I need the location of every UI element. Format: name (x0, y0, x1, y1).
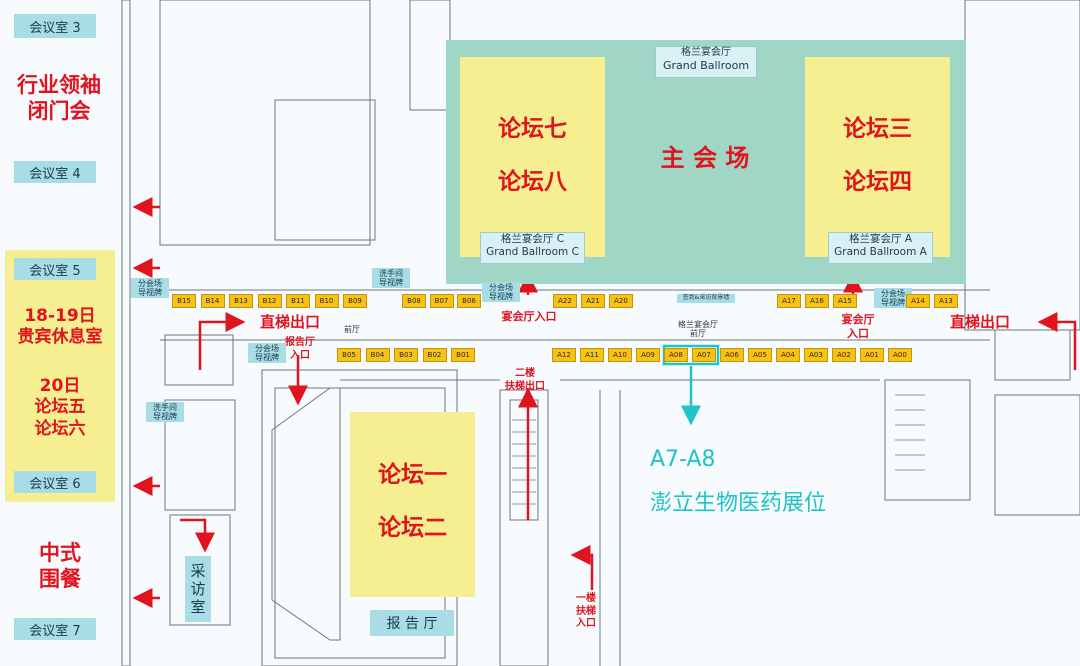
booth-b08: B08 (402, 294, 426, 308)
booth-callout-name: 澎立生物医药展位 (650, 491, 827, 516)
booth-b05: B05 (337, 348, 361, 362)
room-5: 会议室 5 (14, 258, 96, 280)
booth-a15: A15 (833, 294, 857, 308)
foyer-label: 前厅 (344, 325, 360, 334)
booth-b10: B10 (314, 294, 339, 308)
booth-callout-title: A7-A8 (650, 447, 716, 472)
subvenue-screen-2: 分会场 导视牌 (482, 282, 520, 303)
booth-b11: B11 (286, 294, 310, 308)
booth-a07: A07 (692, 348, 716, 362)
booth-a12: A12 (552, 348, 576, 362)
ballroom-title-cn: 格兰宴会厅 (681, 47, 731, 58)
booth-row-a-top-right: A17 A16 A15 (777, 294, 867, 308)
booth-b03: B03 (394, 348, 418, 362)
escalator-2f: 二楼 扶梯出口 (505, 368, 545, 392)
industry-leaders-room: 行业领袖 闭门会 (17, 73, 101, 124)
ballroom-a-label: 格兰宴会厅 A Grand Ballroom A (828, 232, 933, 264)
escalator-1f: 一楼 扶梯 入口 (576, 593, 596, 629)
booth-a08: A08 (664, 348, 688, 362)
washroom-sign-1: 洗手间 导视牌 (372, 268, 410, 289)
chinese-dinner: 中式 围餐 (39, 541, 81, 592)
forum-5-6: 20日 论坛五 论坛六 (34, 376, 86, 439)
booth-a22: A22 (553, 294, 577, 308)
booth-a04: A04 (776, 348, 800, 362)
room-7: 会议室 7 (14, 618, 96, 640)
booth-b02: B02 (422, 348, 447, 362)
booth-b09: B09 (343, 294, 367, 308)
left-yellow-panel (5, 250, 115, 502)
booth-a21: A21 (581, 294, 605, 308)
ballroom-c-label: 格兰宴会厅 C Grand Ballroom C (480, 232, 585, 264)
booth-row-a-top-far: A14 A13 (906, 294, 966, 308)
forum-7-8-area (460, 57, 605, 257)
booth-a09: A09 (636, 348, 660, 362)
report-hall-label: 报 告 厅 (370, 610, 454, 636)
booth-a06: A06 (720, 348, 744, 362)
booth-row-a-top-mid: A22 A21 A20 (553, 294, 643, 308)
booth-b06: B06 (457, 294, 481, 308)
washroom-sign-2: 洗手间 导视牌 (146, 402, 184, 423)
booth-a01: A01 (860, 348, 884, 362)
forum-7-8: 论坛七 论坛八 (498, 116, 567, 195)
elevator-exit-left: 直梯出口 (259, 313, 320, 331)
ballroom-foyer-label: 格兰宴会厅 前厅 (678, 320, 718, 339)
booth-a10: A10 (608, 348, 632, 362)
forum-1-2-area (350, 412, 475, 597)
booth-row-a-bottom: A12 A11 A10 A09 A08 A07 A06 A05 A04 A03 A02 A01 A00 (552, 348, 922, 362)
booth-b14: B14 (200, 294, 225, 308)
subvenue-screen-3: 分会场 导视牌 (874, 288, 912, 309)
forum-1-2: 论坛一 论坛二 (378, 462, 447, 541)
signin-wall: 签到&采访背景墙 (677, 294, 735, 303)
booth-a13: A13 (934, 294, 958, 308)
booth-b12: B12 (257, 294, 282, 308)
report-entry: 报告厅 入口 (285, 337, 315, 361)
booth-a17: A17 (777, 294, 801, 308)
room-3: 会议室 3 (14, 14, 96, 38)
booth-a02: A02 (832, 348, 856, 362)
interview-room: 采 访 室 (185, 556, 211, 622)
booth-a00: A00 (888, 348, 912, 362)
booth-a03: A03 (804, 348, 828, 362)
subvenue-screen-1: 分会场 导视牌 (131, 278, 169, 299)
booth-row-b-bottom: B05 B04 B03 B02 B01 (337, 348, 487, 362)
booth-b07: B07 (429, 294, 454, 308)
ballroom-title-en: Grand Ballroom (662, 59, 750, 72)
banquet-entry-left: 宴会厅入口 (501, 310, 557, 323)
booth-b04: B04 (365, 348, 390, 362)
forum-3-4-area (805, 57, 950, 257)
booth-b15: B15 (172, 294, 196, 308)
main-venue: 主 会 场 (660, 144, 750, 172)
elevator-exit-right: 直梯出口 (949, 313, 1010, 331)
ballroom-title: 格兰宴会厅 Grand Ballroom (655, 46, 757, 78)
booth-row-b-top: B15 B14 B13 B12 B11 B10 B09 (172, 294, 372, 308)
booth-a16: A16 (805, 294, 829, 308)
room-6: 会议室 6 (14, 471, 96, 493)
forum-3-4: 论坛三 论坛四 (843, 116, 912, 195)
booth-b13: B13 (229, 294, 253, 308)
booth-a05: A05 (748, 348, 772, 362)
booth-a20: A20 (609, 294, 633, 308)
booth-a14: A14 (906, 294, 930, 308)
vip-lounge: 18-19日 贵宾休息室 (17, 306, 103, 348)
subvenue-screen-4: 分会场 导视牌 (248, 343, 286, 364)
room-4: 会议室 4 (14, 161, 96, 183)
banquet-entry-right: 宴会厅 入口 (841, 313, 875, 340)
booth-a11: A11 (580, 348, 604, 362)
booth-b01: B01 (451, 348, 475, 362)
